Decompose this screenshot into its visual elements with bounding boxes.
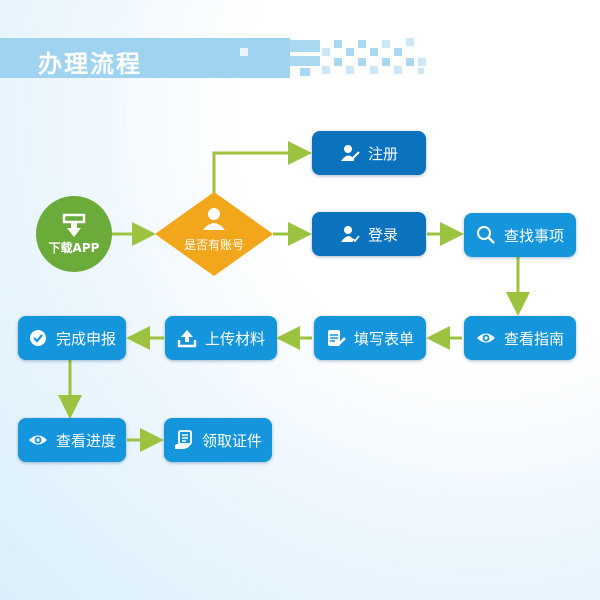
- decision-node-has-account[interactable]: [155, 192, 273, 276]
- download-icon: [62, 213, 86, 237]
- node-label: 查找事项: [503, 226, 564, 245]
- node-label: 领取证件: [201, 431, 262, 450]
- check-circle-icon: [28, 328, 48, 348]
- user-check-icon: [340, 224, 360, 244]
- user-icon: [203, 208, 225, 230]
- node-view-progress[interactable]: 查看进度: [18, 418, 126, 462]
- eye-icon: [476, 328, 496, 348]
- node-label: 查看指南: [503, 329, 564, 348]
- page-title: 办理流程: [38, 50, 142, 78]
- start-node-label: 下载APP: [48, 240, 100, 255]
- form-edit-icon: [326, 328, 346, 348]
- node-fill-form[interactable]: 填写表单: [314, 316, 426, 360]
- search-icon: [476, 225, 496, 245]
- node-label: 查看进度: [55, 431, 116, 450]
- start-node-download-app[interactable]: 下载APP: [36, 196, 112, 272]
- node-login[interactable]: 登录: [312, 212, 426, 256]
- node-label: 填写表单: [353, 329, 414, 348]
- node-register[interactable]: 注册: [312, 131, 426, 175]
- node-label: 上传材料: [204, 329, 265, 348]
- title-bar: [0, 38, 290, 78]
- node-submit-complete[interactable]: 完成申报: [18, 316, 126, 360]
- node-upload-materials[interactable]: 上传材料: [165, 316, 277, 360]
- node-label: 注册: [367, 144, 398, 163]
- user-edit-icon: [340, 143, 360, 163]
- node-view-guide[interactable]: 查看指南: [464, 316, 576, 360]
- decision-label: 是否有账号: [183, 238, 244, 252]
- eye-icon: [28, 430, 48, 450]
- node-label: 完成申报: [55, 329, 116, 348]
- certificate-icon: [174, 430, 194, 450]
- upload-icon: [177, 328, 197, 348]
- node-label: 登录: [367, 225, 398, 244]
- node-find-item[interactable]: 查找事项: [464, 213, 576, 257]
- node-receive-certificate[interactable]: 领取证件: [164, 418, 272, 462]
